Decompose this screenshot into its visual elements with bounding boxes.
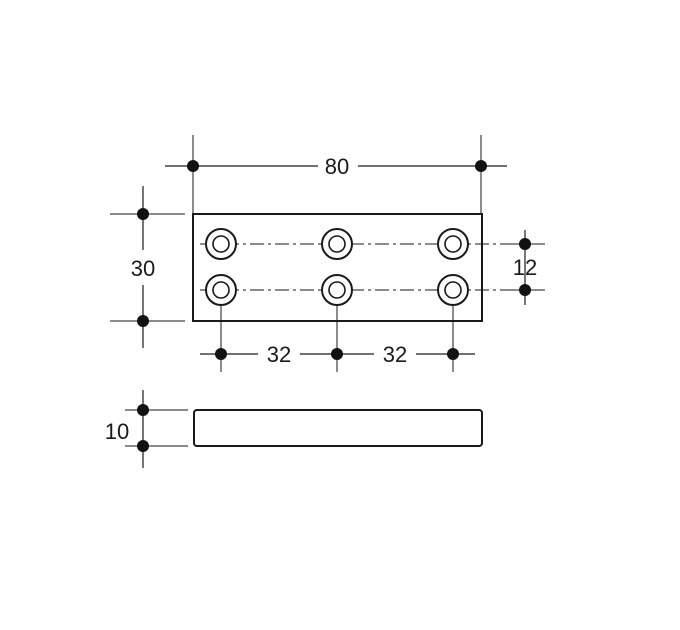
plate-side-outline xyxy=(193,409,483,447)
dimension-overall-height: 30 xyxy=(110,186,185,348)
hole xyxy=(321,274,353,306)
dimension-hole-pitch: 32 32 xyxy=(200,305,475,372)
plate-side-view xyxy=(193,409,483,447)
hole xyxy=(437,274,469,306)
dimension-label-32-right: 32 xyxy=(383,342,407,367)
hole xyxy=(321,228,353,260)
dimension-label-80: 80 xyxy=(325,154,349,179)
dimension-label-10: 10 xyxy=(105,419,129,444)
hole xyxy=(205,274,237,306)
hole xyxy=(205,228,237,260)
plate-top-view xyxy=(192,213,525,322)
dimension-label-12: 12 xyxy=(513,255,537,280)
dimension-thickness: 10 xyxy=(105,390,188,468)
hole xyxy=(437,228,469,260)
dimension-label-30: 30 xyxy=(131,256,155,281)
dimension-overall-length: 80 xyxy=(165,135,507,214)
dimension-hole-row-spacing: 12 xyxy=(505,230,545,305)
dimension-label-32-left: 32 xyxy=(267,342,291,367)
